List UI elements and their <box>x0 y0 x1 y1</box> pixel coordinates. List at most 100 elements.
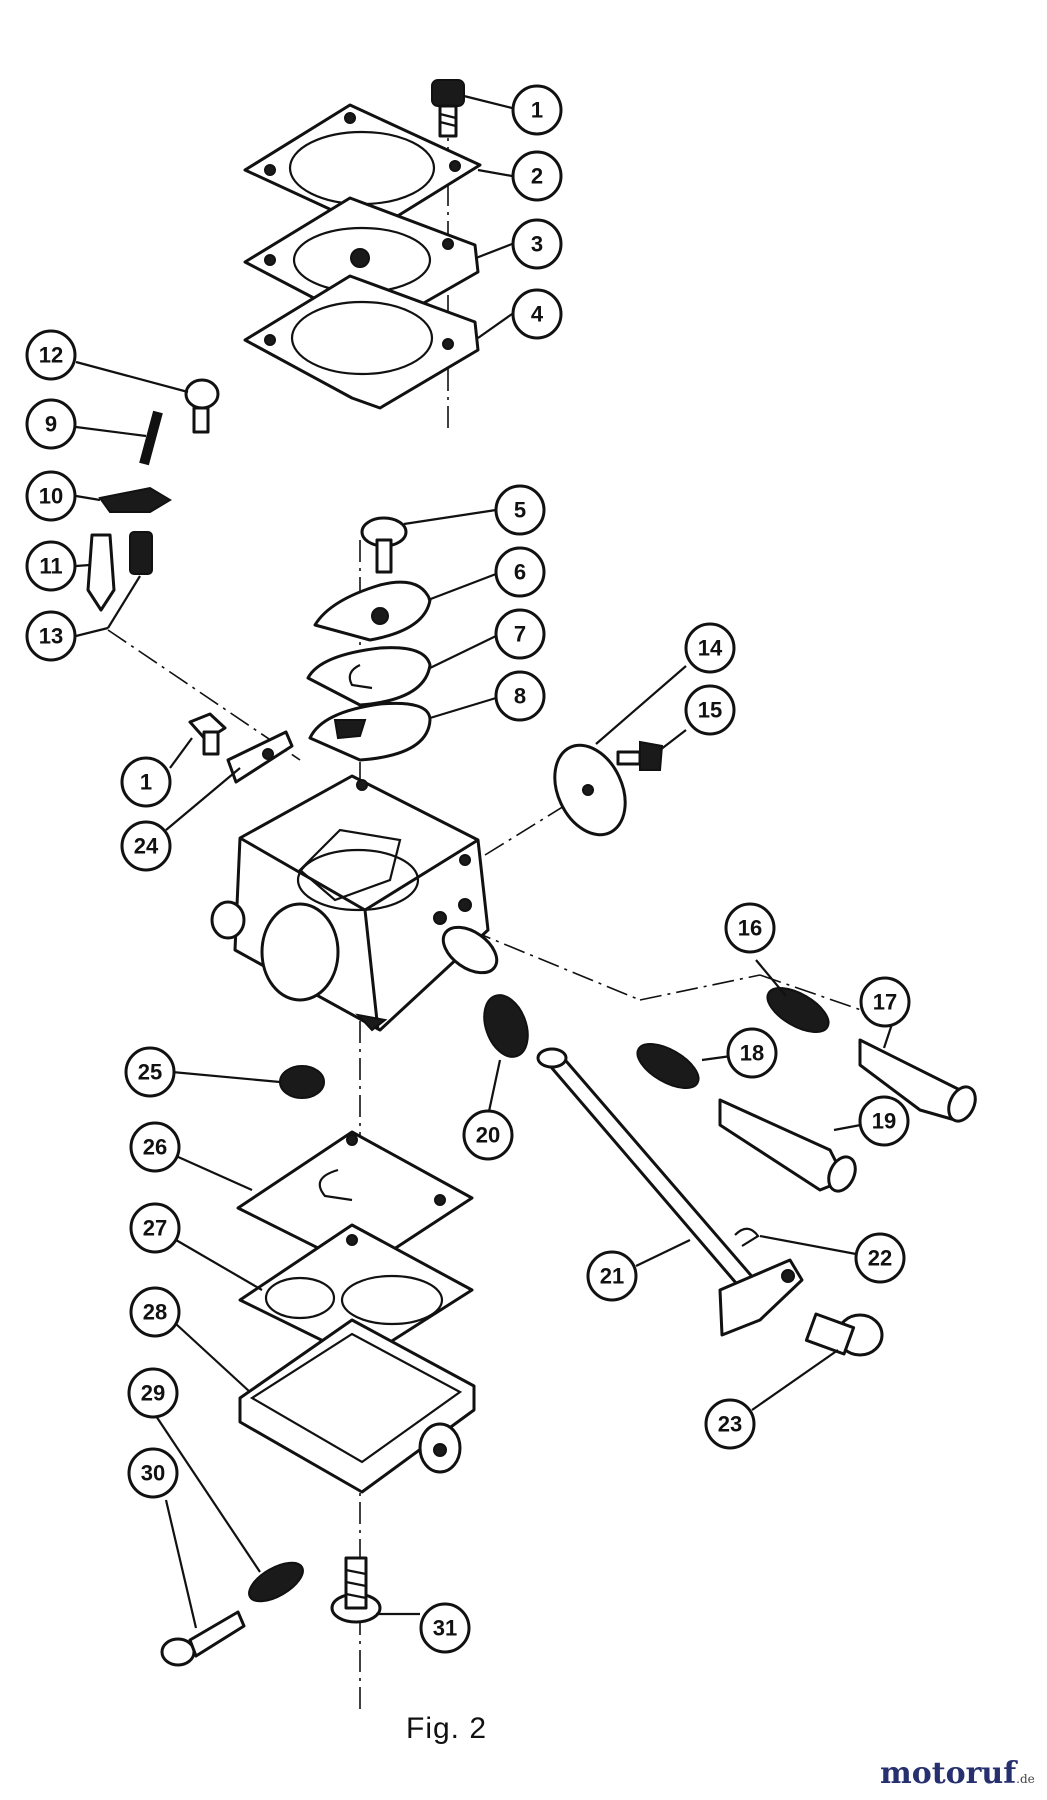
svg-text:12: 12 <box>39 343 63 368</box>
svg-text:15: 15 <box>698 698 722 723</box>
part-17-high-speed-needle <box>858 1038 977 1123</box>
part-25-fuel-screen <box>279 1065 325 1099</box>
leader-lines <box>75 94 894 1629</box>
part-4-pump-gasket <box>243 274 480 410</box>
svg-text:4: 4 <box>531 302 544 327</box>
svg-text:1: 1 <box>531 98 543 123</box>
svg-text:6: 6 <box>514 560 526 585</box>
part-12-lever-screw <box>184 378 220 434</box>
part-16-spring <box>766 987 830 1033</box>
callout-6: 6 <box>494 546 546 598</box>
part-1-side-screw <box>188 712 227 756</box>
figure-caption: Fig. 2 <box>406 1712 488 1745</box>
callout-18: 18 <box>726 1027 778 1079</box>
callout-19: 19 <box>858 1095 910 1147</box>
svg-text:24: 24 <box>134 834 159 859</box>
watermark-logo: motoruf.de <box>880 1756 1035 1791</box>
part-5-screw <box>360 516 408 574</box>
callout-9: 9 <box>25 398 77 450</box>
callout-13: 13 <box>25 610 77 662</box>
part-23-idle-screw <box>804 1312 884 1357</box>
callout-25: 25 <box>124 1046 176 1098</box>
svg-text:27: 27 <box>143 1216 167 1241</box>
part-31-cover-screw <box>330 1556 382 1624</box>
callout-5: 5 <box>494 484 546 536</box>
svg-text:20: 20 <box>476 1123 500 1148</box>
callout-22: 22 <box>854 1232 906 1284</box>
svg-text:14: 14 <box>698 636 723 661</box>
svg-text:5: 5 <box>514 498 526 523</box>
callout-1-top: 1 <box>511 84 563 136</box>
watermark-brand: motoruf <box>880 1756 1017 1791</box>
svg-text:7: 7 <box>514 622 526 647</box>
part-22-shaft-clip <box>734 1227 760 1247</box>
callout-10: 10 <box>25 470 77 522</box>
part-14-throttle-disc <box>553 743 627 837</box>
callout-4: 4 <box>511 288 563 340</box>
callouts: 1 2 3 4 12 9 10 11 13 5 6 7 8 14 15 <box>25 84 911 1654</box>
callout-17: 17 <box>859 976 911 1028</box>
part-19-low-speed-needle <box>718 1098 857 1193</box>
part-29-spring <box>248 1561 304 1603</box>
callout-31: 31 <box>419 1602 471 1654</box>
callout-11: 11 <box>25 540 77 592</box>
part-28-metering-cover <box>238 1318 476 1494</box>
svg-text:11: 11 <box>39 554 62 579</box>
svg-text:30: 30 <box>141 1461 165 1486</box>
svg-text:13: 13 <box>39 624 63 649</box>
part-9-pin <box>139 410 163 466</box>
svg-text:17: 17 <box>873 990 897 1015</box>
callout-3: 3 <box>511 218 563 270</box>
svg-text:10: 10 <box>39 484 63 509</box>
svg-text:25: 25 <box>138 1060 162 1085</box>
part-24-retainer-clip <box>226 730 294 784</box>
callout-28: 28 <box>129 1286 181 1338</box>
callout-12: 12 <box>25 329 77 381</box>
part-21-throttle-shaft <box>536 1047 804 1337</box>
part-15-disc-screw <box>616 740 664 771</box>
callout-24: 24 <box>120 820 172 872</box>
svg-text:2: 2 <box>531 164 543 189</box>
callout-23: 23 <box>704 1398 756 1450</box>
watermark-suffix: .de <box>1016 1772 1035 1786</box>
svg-text:21: 21 <box>600 1264 624 1289</box>
svg-text:1: 1 <box>140 770 152 795</box>
svg-text:29: 29 <box>141 1381 165 1406</box>
svg-text:9: 9 <box>45 412 57 437</box>
callout-30: 30 <box>127 1447 179 1499</box>
part-11-inlet-needle <box>86 533 116 612</box>
part-30-screw <box>160 1610 246 1667</box>
svg-text:19: 19 <box>872 1109 896 1134</box>
svg-text:31: 31 <box>433 1616 457 1641</box>
callout-26: 26 <box>129 1121 181 1173</box>
callout-14: 14 <box>684 622 736 674</box>
svg-text:26: 26 <box>143 1135 167 1160</box>
svg-text:18: 18 <box>740 1041 764 1066</box>
part-7-plate <box>306 646 432 707</box>
callout-21: 21 <box>586 1250 638 1302</box>
callout-1-side: 1 <box>120 756 172 808</box>
svg-text:3: 3 <box>531 232 543 257</box>
svg-text:28: 28 <box>143 1300 167 1325</box>
svg-text:16: 16 <box>738 916 762 941</box>
carburetor-body <box>210 774 499 1032</box>
callout-15: 15 <box>684 684 736 736</box>
callout-20: 20 <box>462 1109 514 1161</box>
part-13-spring <box>129 531 153 575</box>
part-6-metering-lever-plate <box>313 580 432 642</box>
callout-29: 29 <box>127 1367 179 1419</box>
svg-text:22: 22 <box>868 1246 892 1271</box>
callout-16: 16 <box>724 902 776 954</box>
part-10-control-lever <box>98 486 172 513</box>
part-1-top-screw <box>431 79 465 138</box>
part-8-plate <box>308 701 432 762</box>
callout-7: 7 <box>494 608 546 660</box>
callout-27: 27 <box>129 1202 181 1254</box>
part-18-spring <box>636 1043 700 1089</box>
callout-8: 8 <box>494 670 546 722</box>
part-20-spring <box>483 994 529 1058</box>
callout-2: 2 <box>511 150 563 202</box>
svg-text:23: 23 <box>718 1412 742 1437</box>
svg-text:8: 8 <box>514 684 526 709</box>
